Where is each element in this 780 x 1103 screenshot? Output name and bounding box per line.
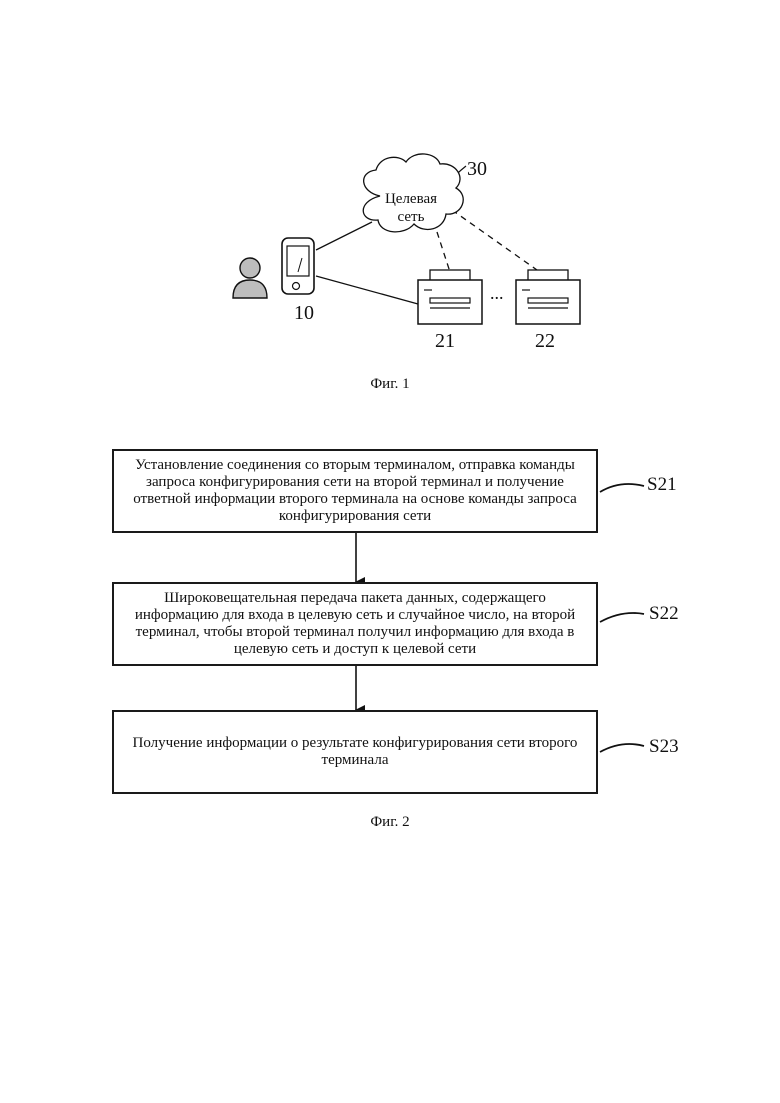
printer-icon-21 xyxy=(418,270,482,324)
step-box-s22: Широковещательная передача пакета данных… xyxy=(112,582,598,666)
label-10: 10 xyxy=(294,302,314,325)
leader-s22 xyxy=(600,613,644,622)
link-phone-cloud xyxy=(316,222,372,250)
label-21: 21 xyxy=(435,330,455,353)
step-label-s23: S23 xyxy=(649,736,679,758)
user-icon xyxy=(233,258,267,298)
step-box-s23: Получение информации о результате конфиг… xyxy=(112,710,598,794)
dashed-link-cloud-printer-21 xyxy=(437,232,450,272)
figure-2-caption: Фиг. 2 xyxy=(0,814,780,831)
figure-1-caption: Фиг. 1 xyxy=(0,376,780,393)
leader-s23 xyxy=(600,744,644,752)
label-22: 22 xyxy=(535,330,555,353)
step-box-s21: Установление соединения со вторым термин… xyxy=(112,449,598,533)
ellipsis-label: ... xyxy=(490,283,504,304)
step-label-s22: S22 xyxy=(649,603,679,625)
step-text-s23: Получение информации о результате конфиг… xyxy=(126,735,584,769)
step-text-s22: Широковещательная передача пакета данных… xyxy=(126,590,584,658)
label-30: 30 xyxy=(467,158,487,181)
printer-icon-22 xyxy=(516,270,580,324)
leader-s21 xyxy=(600,484,644,492)
cloud-label-text: Целевая сеть xyxy=(380,190,442,226)
dashed-link-cloud-printer-22 xyxy=(452,210,537,270)
step-text-s21: Установление соединения со вторым термин… xyxy=(126,457,584,525)
link-phone-printer-21 xyxy=(316,276,418,304)
step-label-s21: S21 xyxy=(647,474,677,496)
phone-icon xyxy=(282,238,314,294)
